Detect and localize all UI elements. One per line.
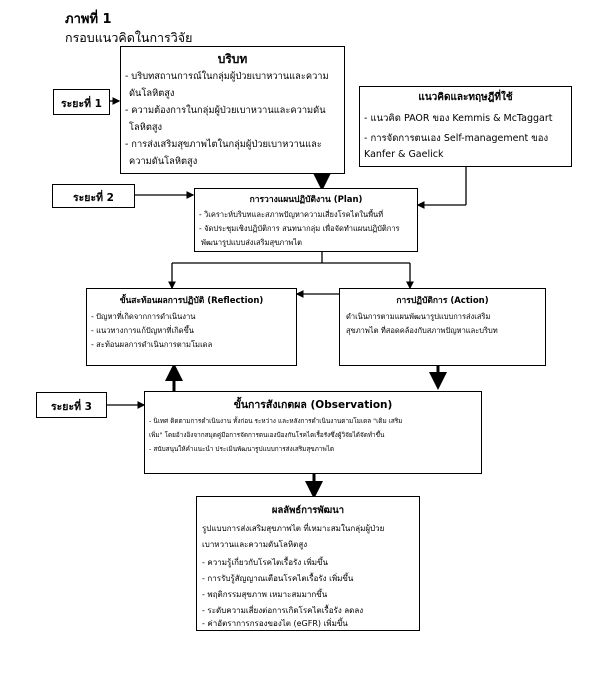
reflection-title: ขั้นสะท้อนผลการปฏิบัติ (Reflection) bbox=[119, 296, 264, 306]
outcome-box: ผลลัพธ์การพัฒนา รูปแบบการส่งเสริมสุขภาพไ… bbox=[196, 496, 420, 631]
theory-title: แนวคิดและทฤษฎีที่ใช้ bbox=[418, 92, 513, 103]
context-line: - การส่งเสริมสุขภาพไตในกลุ่มผู้ป่วยเบาหว… bbox=[125, 139, 322, 150]
context-line: ความดันโลหิตสูง bbox=[129, 156, 198, 167]
phase3-label: ระยะที่ 3 bbox=[36, 392, 107, 418]
observation-line: - สนับสนุนให้คำแนะนำ ประเมินพัฒนารูปแบบก… bbox=[149, 445, 335, 453]
plan-line: พัฒนารูปแบบส่งเสริมสุขภาพไต bbox=[201, 238, 303, 247]
theory-line: - การจัดการตนเอง Self-management ของ bbox=[364, 133, 549, 144]
outcome-line: - ค่าอัตราการกรองของไต (eGFR) เพิ่มขึ้น bbox=[202, 619, 348, 628]
outcome-line: - การรับรู้สัญญาณเตือนโรคไตเรื้อรัง เพิ่… bbox=[202, 574, 354, 583]
theory-line: - แนวคิด PAOR ของ Kemmis & McTaggart bbox=[364, 113, 553, 124]
figure-label: ภาพที่ 1 bbox=[65, 12, 112, 27]
observation-box: ขั้นการสังเกตผล (Observation) - นิเทศ ติ… bbox=[144, 391, 482, 474]
context-title: บริบท bbox=[217, 52, 248, 66]
context-box: บริบท - บริบทสถานการณ์ในกลุ่มผู้ป่วยเบาห… bbox=[120, 46, 345, 174]
outcome-line: - ระดับความเสี่ยงต่อการเกิดโรคไตเรื้อรัง… bbox=[202, 606, 364, 615]
plan-line: - จัดประชุมเชิงปฏิบัติการ สนทนากลุ่ม เพื… bbox=[199, 224, 400, 233]
reflection-line: - แนวทางการแก้ปัญหาที่เกิดขึ้น bbox=[91, 326, 194, 335]
context-line: - บริบทสถานการณ์ในกลุ่มผู้ป่วยเบาหวานและ… bbox=[125, 71, 329, 82]
reflection-line: - สะท้อนผลการดำเนินการตามโมเดล bbox=[91, 340, 213, 349]
outcome-line: รูปแบบการส่งเสริมสุขภาพไต ที่เหมาะสมในกล… bbox=[202, 524, 385, 533]
reflection-box: ขั้นสะท้อนผลการปฏิบัติ (Reflection) - ปั… bbox=[86, 288, 297, 366]
context-line: โลหิตสูง bbox=[129, 122, 163, 133]
figure-caption: กรอบแนวคิดในการวิจัย bbox=[65, 30, 193, 45]
phase2-label: ระยะที่ 2 bbox=[52, 184, 135, 208]
plan-title: การวางแผนปฏิบัติงาน (Plan) bbox=[249, 195, 363, 205]
context-line: ดันโลหิตสูง bbox=[129, 88, 175, 99]
phase1-label: ระยะที่ 1 bbox=[53, 89, 110, 115]
context-line: - ความต้องการในกลุ่มผู้ป่วยเบาหวานและควา… bbox=[125, 105, 326, 116]
observation-title: ขั้นการสังเกตผล (Observation) bbox=[233, 399, 393, 411]
action-line: สุขภาพไต ที่สอดคล้องกับสภาพปัญหาและบริบท bbox=[346, 326, 498, 335]
theory-line: Kanfer & Gaelick bbox=[364, 149, 444, 160]
action-title: การปฏิบัติการ (Action) bbox=[396, 296, 489, 306]
theory-box: แนวคิดและทฤษฎีที่ใช้ - แนวคิด PAOR ของ K… bbox=[359, 86, 572, 167]
outcome-line: - พฤติกรรมสุขภาพ เหมาะสมมากขึ้น bbox=[202, 590, 328, 599]
observation-line: เพิ่ม" โดยอ้างอิงจากสมุดคู่มือการจัดการต… bbox=[149, 431, 385, 439]
reflection-line: - ปัญหาที่เกิดจากการดำเนินงาน bbox=[91, 312, 196, 321]
outcome-line: - ความรู้เกี่ยวกับโรคไตเรื้อรัง เพิ่มขึ้… bbox=[202, 558, 328, 567]
outcome-line: เบาหวานและความดันโลหิตสูง bbox=[202, 540, 308, 549]
plan-box: การวางแผนปฏิบัติงาน (Plan) - วิเคราะห์บร… bbox=[194, 188, 418, 252]
action-box: การปฏิบัติการ (Action) ดำเนินการตามแผนพั… bbox=[339, 288, 546, 366]
action-line: ดำเนินการตามแผนพัฒนารูปแบบการส่งเสริม bbox=[346, 312, 491, 321]
outcome-title: ผลลัพธ์การพัฒนา bbox=[271, 505, 345, 516]
plan-line: - วิเคราะห์บริบทและสภาพปัญหาความเสี่ยงโร… bbox=[199, 210, 384, 219]
observation-line: - นิเทศ ติดตามการดำเนินงาน ทั้งก่อน ระหว… bbox=[149, 417, 403, 425]
